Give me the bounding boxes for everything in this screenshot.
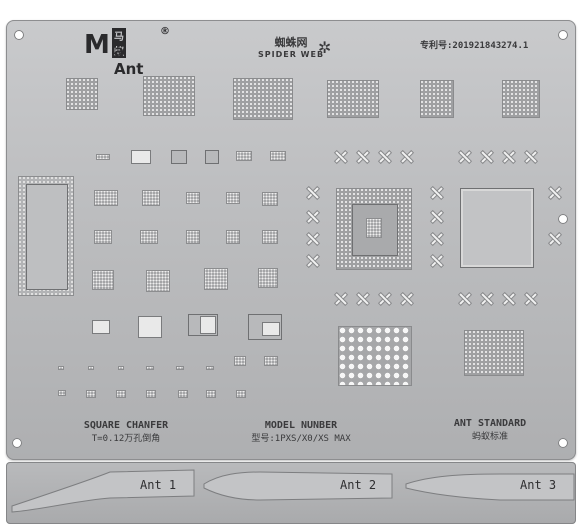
ic-pad [58, 390, 66, 396]
product-name: 蜘蛛网 SPIDER WEB [258, 34, 324, 59]
ic-pad [58, 366, 64, 370]
ic-pad [138, 316, 162, 338]
model-number-title: MODEL NUNBER [264, 420, 338, 431]
ic-pad [258, 268, 278, 288]
ic-pad [204, 268, 228, 290]
model-number-label: MODEL NUNBER 型号:1PXS/X0/XS MAX [236, 420, 366, 444]
ic-pad [236, 390, 246, 398]
ic-pad [200, 316, 216, 334]
bga-grid [464, 330, 524, 376]
logo-registered-mark: ® [160, 26, 170, 37]
ic-pad [171, 150, 187, 164]
ic-pad [88, 366, 94, 370]
ic-pad [264, 356, 278, 366]
ic-pad [234, 356, 246, 366]
mounting-hole [558, 30, 568, 40]
ic-pad [262, 230, 278, 244]
bga-grid [327, 80, 379, 118]
ic-pad [236, 151, 252, 161]
ic-pad [146, 366, 154, 370]
bga-grid [502, 80, 540, 118]
ic-pad [262, 322, 280, 336]
model-number-sub: 型号:1PXS/X0/XS MAX [251, 434, 351, 444]
tool-label-ant2: Ant 2 [340, 478, 377, 492]
ic-pad [186, 192, 200, 204]
ic-pad [206, 366, 214, 370]
bga-grid [233, 78, 293, 120]
ic-pad [178, 390, 188, 398]
ic-pad [262, 192, 278, 206]
coarse-bga-grid [338, 326, 412, 386]
ic-pad [206, 390, 216, 398]
tool-label-ant1: Ant 1 [140, 478, 177, 492]
product-name-cn: 蜘蛛网 [274, 36, 308, 49]
ant-standard-label: ANT STANDARD 蚂蚁标准 [440, 418, 540, 442]
bga-grid [420, 80, 454, 118]
ic-pad [131, 150, 151, 164]
bga-grid [66, 78, 98, 110]
square-chanfer-label: SQUARE CHANFER T=0.12万孔倒角 [66, 420, 186, 444]
ic-pad [186, 230, 200, 244]
patent-number: 专利号:201921843274.1 [420, 41, 529, 51]
ic-pad [146, 270, 170, 292]
cpu-inner-pads [366, 218, 382, 238]
connector-window [26, 184, 68, 290]
ic-pad [116, 390, 126, 398]
mounting-hole [12, 438, 22, 448]
product-name-en: SPIDER WEB [258, 50, 325, 59]
ic-pad [176, 366, 184, 370]
ic-pad [270, 151, 286, 161]
spider-icon: ✲ [318, 38, 332, 57]
mounting-hole [558, 214, 568, 224]
logo-letter: M [84, 30, 110, 60]
tool-label-ant3: Ant 3 [520, 478, 557, 492]
ic-pad [86, 390, 96, 398]
square-chanfer-title: SQUARE CHANFER [83, 420, 169, 431]
ic-pad [92, 270, 114, 290]
ant-standard-title: ANT STANDARD [453, 418, 527, 429]
logo-cn-text: 马蚁 [112, 28, 126, 58]
ic-pad [146, 390, 156, 398]
square-chanfer-sub: T=0.12万孔倒角 [91, 434, 161, 444]
ant-standard-sub: 蚂蚁标准 [471, 432, 508, 442]
logo-ant-text: a Ant [114, 42, 144, 78]
ic-pad [205, 150, 219, 164]
ic-pad [118, 366, 124, 370]
ic-pad [94, 230, 112, 244]
ic-pad [92, 320, 110, 334]
mounting-hole [558, 438, 568, 448]
bga-grid [143, 76, 195, 116]
cpu-inner-die [352, 204, 398, 256]
ic-pad [226, 192, 240, 204]
ic-pad [94, 190, 118, 206]
ic-pad [142, 190, 160, 206]
ic-pad [140, 230, 158, 244]
ic-pad [226, 230, 240, 244]
outline-pad [460, 188, 534, 268]
mounting-hole [14, 30, 24, 40]
ic-pad [96, 154, 110, 160]
